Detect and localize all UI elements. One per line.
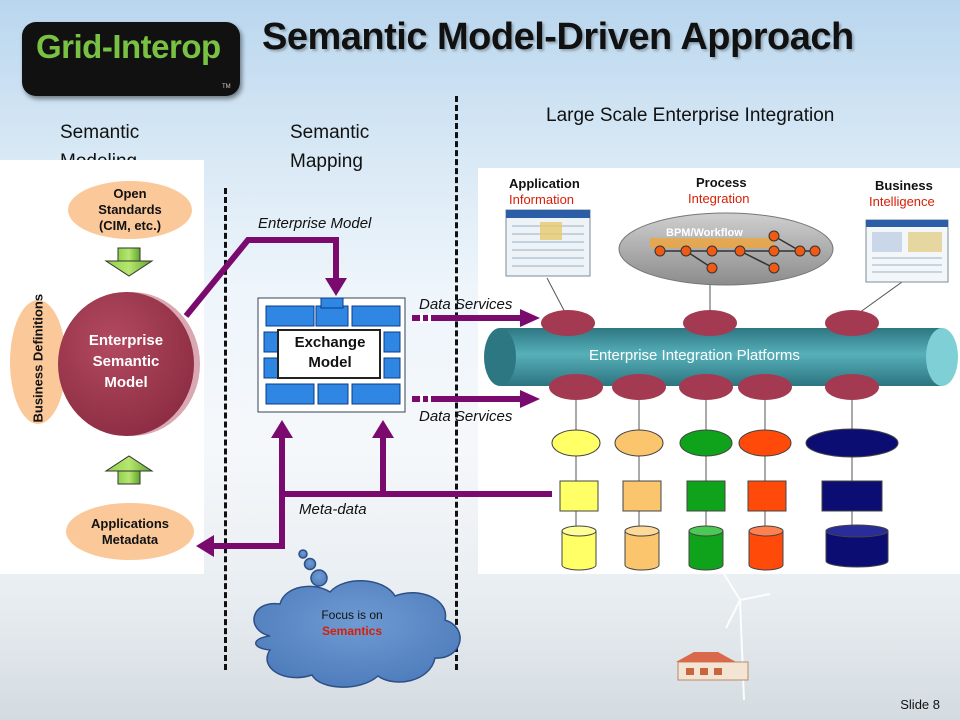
logo-text: Grid-Interop [36,28,221,65]
business-definitions-label: Business Definitions [30,293,46,422]
bpm-workflow-diagram [618,212,834,286]
thought-cloud [253,549,461,688]
integration-platforms-label: Enterprise Integration Platforms [589,347,800,364]
enterprise-semantic-model-circle [58,292,194,436]
exchange-model-label: Exchange Model [294,334,366,371]
data-services-top-label: Data Services [419,296,513,313]
down-arrow-icon [104,247,154,277]
open-standards-label: Open Standards (CIM, etc.) [98,186,162,233]
thought-line-1: Focus is on [321,608,383,622]
bi-line1: Business [875,178,933,193]
windmill-icon [723,573,771,701]
up-arrow-icon [104,455,154,485]
process-line1: Process [696,175,747,190]
application-info-screenshot [505,209,591,277]
house-icon [676,652,749,681]
bpm-workflow-label: BPM/Workflow [666,227,743,239]
meta-data-label: Meta-data [299,501,367,518]
process-line2: Integration [688,191,750,206]
application-info-label: Application Information [509,176,580,208]
business-definitions-wrap: Business Definitions [24,293,52,424]
process-integration-label: Process Integration [688,175,749,207]
application-info-line2: Information [509,192,575,207]
logo-trademark: TM [222,84,231,90]
thought-line-2: Semantics [321,624,383,638]
data-services-bottom-label: Data Services [419,408,513,425]
grid-interop-logo [22,22,240,96]
business-definitions-oval [10,300,66,424]
thought-cloud-text: Focus is on Semantics [290,607,414,639]
applications-metadata-label: Applications Metadata [90,515,169,547]
applications-metadata-oval: Applications Metadata [66,503,194,560]
exchange-model-diagram [257,297,406,413]
open-standards-oval: Open Standards (CIM, etc.) [68,181,192,239]
business-intelligence-screenshot [865,219,949,283]
divider-left [224,188,227,670]
system-endpoints [551,428,899,512]
service-connectors-bottom [549,374,879,400]
section-semantic-mapping: Semantic Mapping [290,122,370,172]
business-intelligence-label: Business Intelligence [869,178,935,210]
slide-number: Slide 8 [900,697,940,712]
data-service-stripes [420,313,431,404]
arrowheads [196,278,540,557]
slide-title: Semantic Model-Driven Approach [262,16,854,58]
enterprise-semantic-model-label: Enterprise Semantic Model [88,332,164,391]
service-connectors-top [541,310,879,336]
semantic-connectors [183,237,552,549]
section-large-scale-integration: Large Scale Enterprise Integration [546,105,835,126]
database-cylinders [561,524,889,571]
bi-line2: Intelligence [869,194,935,209]
application-info-line1: Application [509,176,580,191]
enterprise-model-label: Enterprise Model [258,215,372,232]
divider-right [455,96,458,670]
